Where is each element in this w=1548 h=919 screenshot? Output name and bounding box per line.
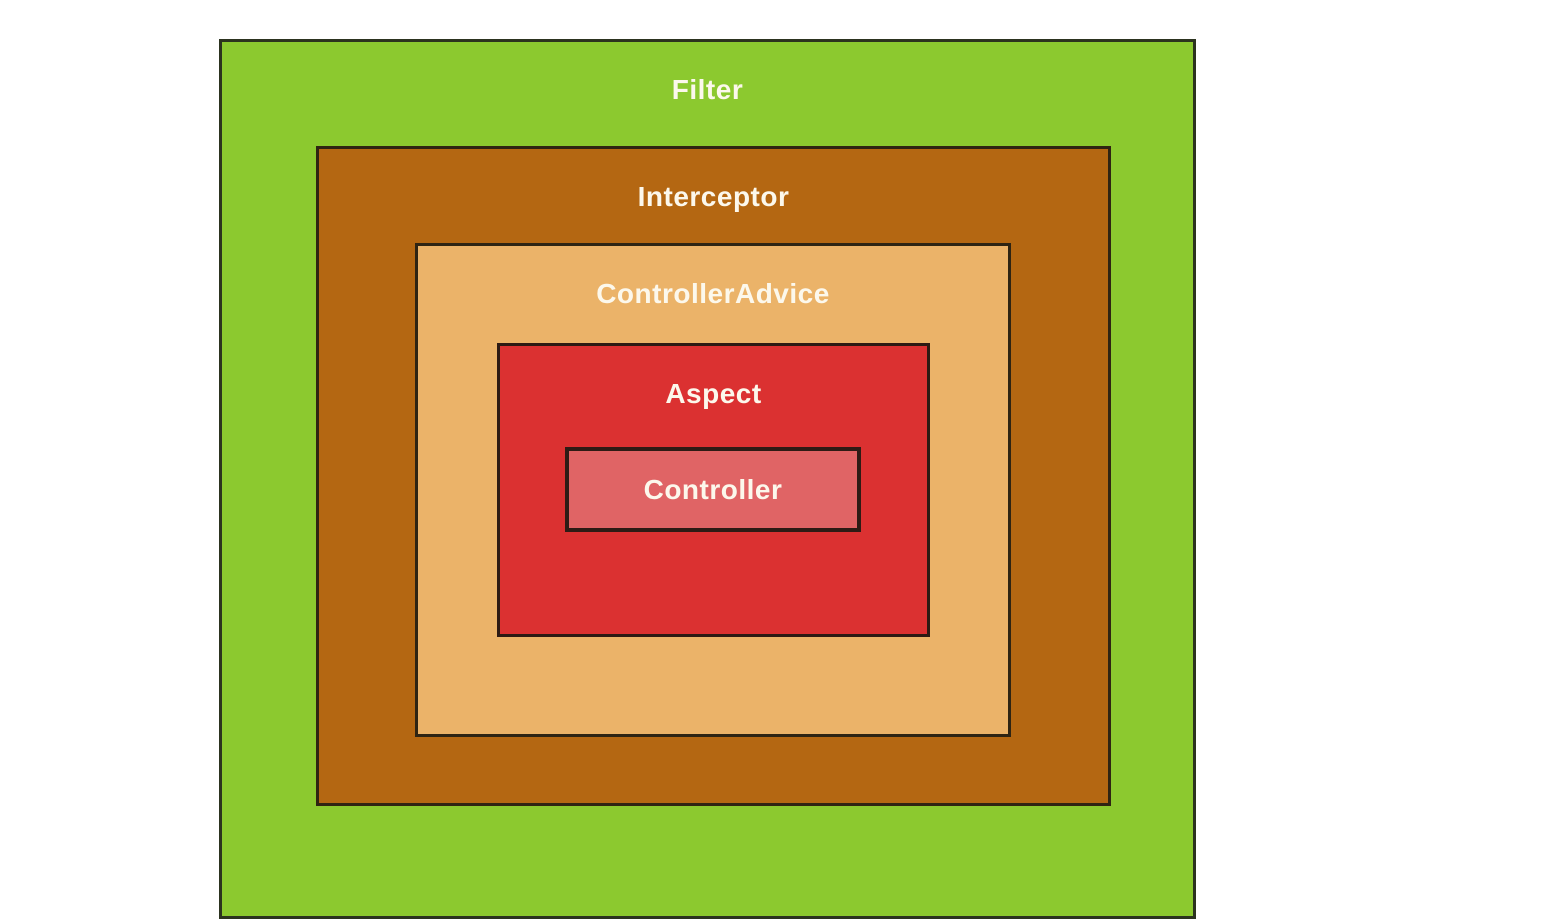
layer-controller-advice: ControllerAdvice Aspect Controller bbox=[415, 243, 1011, 737]
layer-aspect: Aspect Controller bbox=[497, 343, 930, 637]
layer-controller-advice-label: ControllerAdvice bbox=[596, 278, 830, 309]
layer-controller-label: Controller bbox=[643, 473, 783, 505]
layer-filter-label: Filter bbox=[671, 74, 744, 105]
layer-interceptor: Interceptor ControllerAdvice Aspect Cont… bbox=[316, 146, 1111, 806]
layer-aspect-label: Aspect bbox=[665, 378, 762, 409]
diagram-canvas: { "diagram": { "type": "nested-layers", … bbox=[219, 39, 1196, 919]
layer-controller: Controller bbox=[565, 447, 861, 532]
layer-filter: Filter Interceptor ControllerAdvice Aspe… bbox=[219, 39, 1196, 919]
layer-interceptor-label: Interceptor bbox=[637, 181, 790, 212]
